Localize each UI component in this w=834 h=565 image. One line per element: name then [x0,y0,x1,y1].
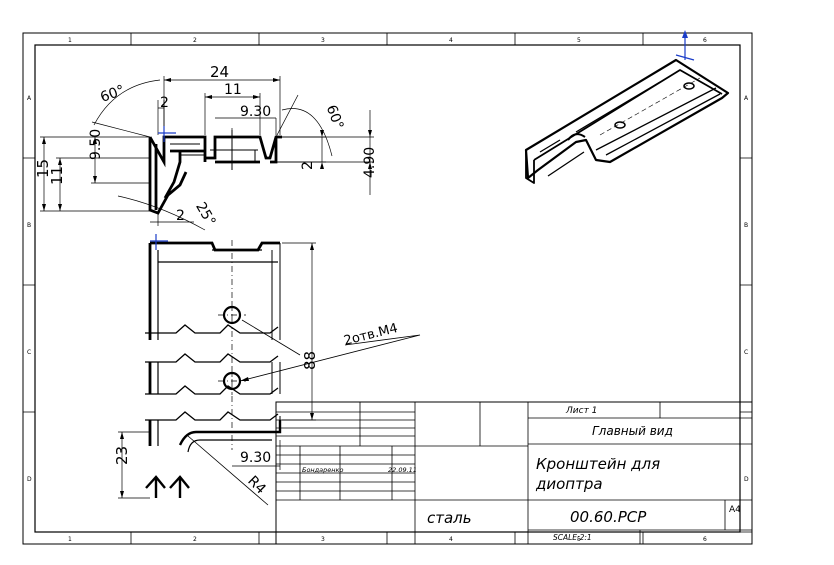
scale: SCALE:2:1 [553,533,592,542]
zone-letter-left: D [27,476,32,483]
zone-number-top: 6 [703,37,707,44]
zone-number-bottom: 5 [577,536,581,543]
format: A4 [729,505,741,515]
zone-number-top: 4 [449,37,453,44]
date: 22.09.11 [388,466,417,474]
zone-number-bottom: 2 [193,536,197,543]
dim-height-total: 15 [34,159,52,178]
dim-width-slot: 11 [224,82,242,98]
material: сталь [427,509,472,527]
zone-letter-right: A [744,95,749,102]
dim-height-inner: 11 [48,166,66,185]
title-block-text: Лист 1 Главный вид Кронштейн для диоптра… [302,406,741,542]
title-block [275,401,753,545]
zone-letter-right: D [744,476,749,483]
profile-dimension-labels: 60° 24 11 2 9.30 60° 15 11 9.50 2 4.90 2… [34,63,378,229]
sheet-label: Лист 1 [565,406,597,416]
part-title-line-1: Кронштейн для [536,455,660,473]
isometric-view [524,30,730,184]
dim-height-right: 4.90 [362,147,378,178]
dim-length-total: 88 [301,351,319,370]
zone-number-bottom: 6 [703,536,707,543]
dim-slot-depth: 9.30 [240,104,271,120]
dim-width-top: 24 [210,63,229,81]
dim-thickness-bottom: 2 [176,208,185,224]
designation: 00.60.РСР [570,508,647,526]
zone-labels: 1 2 3 4 5 6 1 2 3 4 5 6 A B C D A B C D [27,37,749,543]
dim-thickness-right: 2 [300,161,316,170]
zone-number-top: 2 [193,37,197,44]
dim-height-mid: 9.50 [88,129,104,160]
plan-view [118,234,421,506]
zone-number-top: 5 [577,37,581,44]
zone-letter-left: A [27,95,32,102]
view-name: Главный вид [592,424,673,438]
zone-number-bottom: 4 [449,536,453,543]
zone-letter-right: B [744,222,748,229]
angle-label-top-right: 60° [323,103,347,132]
zone-number-bottom: 3 [321,536,325,543]
zone-letter-right: C [744,349,748,356]
zone-number-top: 3 [321,37,325,44]
holes-note: 2отв.М4 [342,321,399,349]
profile-view [40,76,374,231]
zone-letter-left: C [27,349,31,356]
dim-end-height: 23 [113,446,131,465]
angle-label-top-left: 60° [98,82,127,106]
plan-dimension-labels: 88 2отв.М4 23 9.30 R4 [113,321,399,498]
dim-bend-radius: R4 [244,473,269,498]
zone-number-bottom: 1 [68,536,72,543]
zone-number-top: 1 [68,37,72,44]
plan-arrowheads [120,243,314,498]
zone-letter-left: B [27,222,31,229]
angle-label-bottom: 25° [192,200,218,230]
dim-thickness-top: 2 [160,95,169,111]
dim-end-depth: 9.30 [240,450,271,466]
part-title-line-2: диоптра [535,475,603,493]
author: Бондаренко [302,466,343,474]
